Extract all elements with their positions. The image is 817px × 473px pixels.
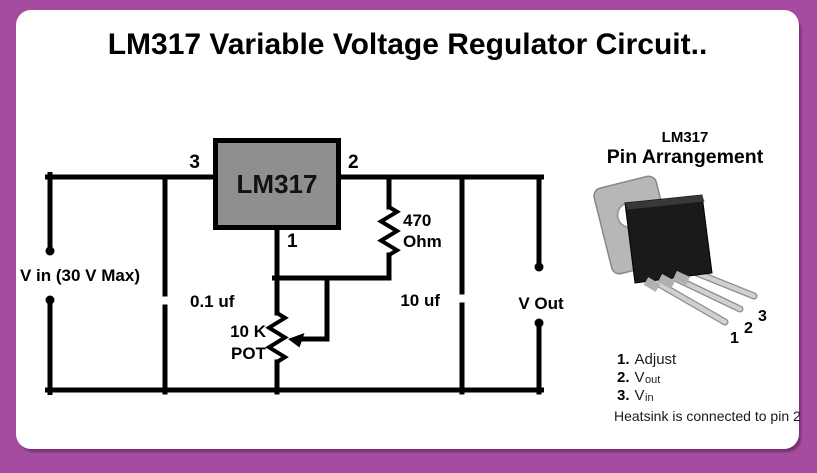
ic-label: LM317	[237, 169, 318, 199]
package-body-highlight	[625, 195, 705, 210]
pin-arrangement-title-line2: Pin Arrangement	[606, 146, 764, 168]
pot-type-label: POT	[231, 344, 267, 363]
pin-arrangement-title-line1: LM317	[661, 129, 709, 146]
ic-pin2-label: 2	[348, 152, 359, 173]
input-cap-label: 0.1 uf	[190, 292, 235, 311]
legend-name: V	[634, 369, 645, 386]
vin-label: V in (30 V Max)	[20, 266, 140, 285]
resistor-unit-label: Ohm	[403, 232, 442, 251]
vout-terminal-dot	[534, 318, 544, 328]
legend-name: V	[634, 387, 645, 404]
ic-pin3-label: 3	[189, 152, 200, 173]
to220-package-image	[593, 175, 758, 326]
legend-number: 1.	[617, 351, 630, 368]
legend-subscript: in	[645, 392, 654, 404]
legend-number: 3.	[617, 387, 630, 404]
package-pin2-number: 2	[744, 320, 753, 337]
vin-terminal-dot	[45, 295, 55, 305]
ic-body	[213, 138, 341, 230]
ic-pin1-label: 1	[287, 231, 298, 252]
pin-legend-item-2: 2.Vout	[617, 369, 677, 387]
pin-legend-item-3: 3.Vin	[617, 387, 677, 405]
resistor-470-symbol	[377, 205, 401, 257]
pot-value-label: 10 K	[230, 322, 267, 341]
pin-roots	[643, 270, 690, 292]
legend-number: 2.	[617, 369, 630, 386]
resistor-value-label: 470	[403, 211, 431, 230]
pin-legend: 1.Adjust 2.Vout 3.Vin	[617, 351, 677, 405]
vout-terminal-dot	[534, 262, 544, 272]
pin-legend-item-1: 1.Adjust	[617, 351, 677, 369]
legend-name: Adjust	[634, 351, 677, 368]
pot-wiper-arrow-icon	[288, 333, 305, 348]
circuit-wires	[45, 172, 544, 395]
vin-terminal-dot	[45, 246, 55, 256]
potentiometer-symbol	[265, 311, 289, 364]
package-pin3-number: 3	[758, 308, 767, 325]
output-cap-label: 10 uf	[400, 291, 440, 310]
legend-subscript: out	[645, 374, 661, 386]
package-pin1-number: 1	[730, 330, 739, 347]
page-title: LM317 Variable Voltage Regulator Circuit…	[107, 28, 708, 61]
vout-label: V Out	[518, 294, 564, 313]
heatsink-note: Heatsink is connected to pin 2	[614, 408, 801, 424]
package-body	[624, 194, 713, 284]
